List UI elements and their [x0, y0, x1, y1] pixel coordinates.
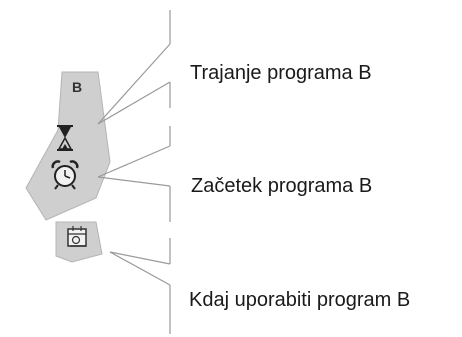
- program-panel: [25, 71, 111, 221]
- calendar-icon: [67, 226, 87, 247]
- program-start-label: Začetek programa B: [191, 175, 373, 197]
- start-callout-lines: [97, 126, 171, 222]
- hourglass-icon: [57, 125, 73, 151]
- program-duration-label: Trajanje programa B: [190, 62, 372, 84]
- program-when-label: Kdaj uporabiti program B: [189, 289, 411, 311]
- program-letter: B: [72, 79, 83, 95]
- when-callout-lines: [109, 238, 171, 334]
- alarm-clock-icon: [51, 160, 79, 190]
- duration-callout-lines: [97, 10, 171, 125]
